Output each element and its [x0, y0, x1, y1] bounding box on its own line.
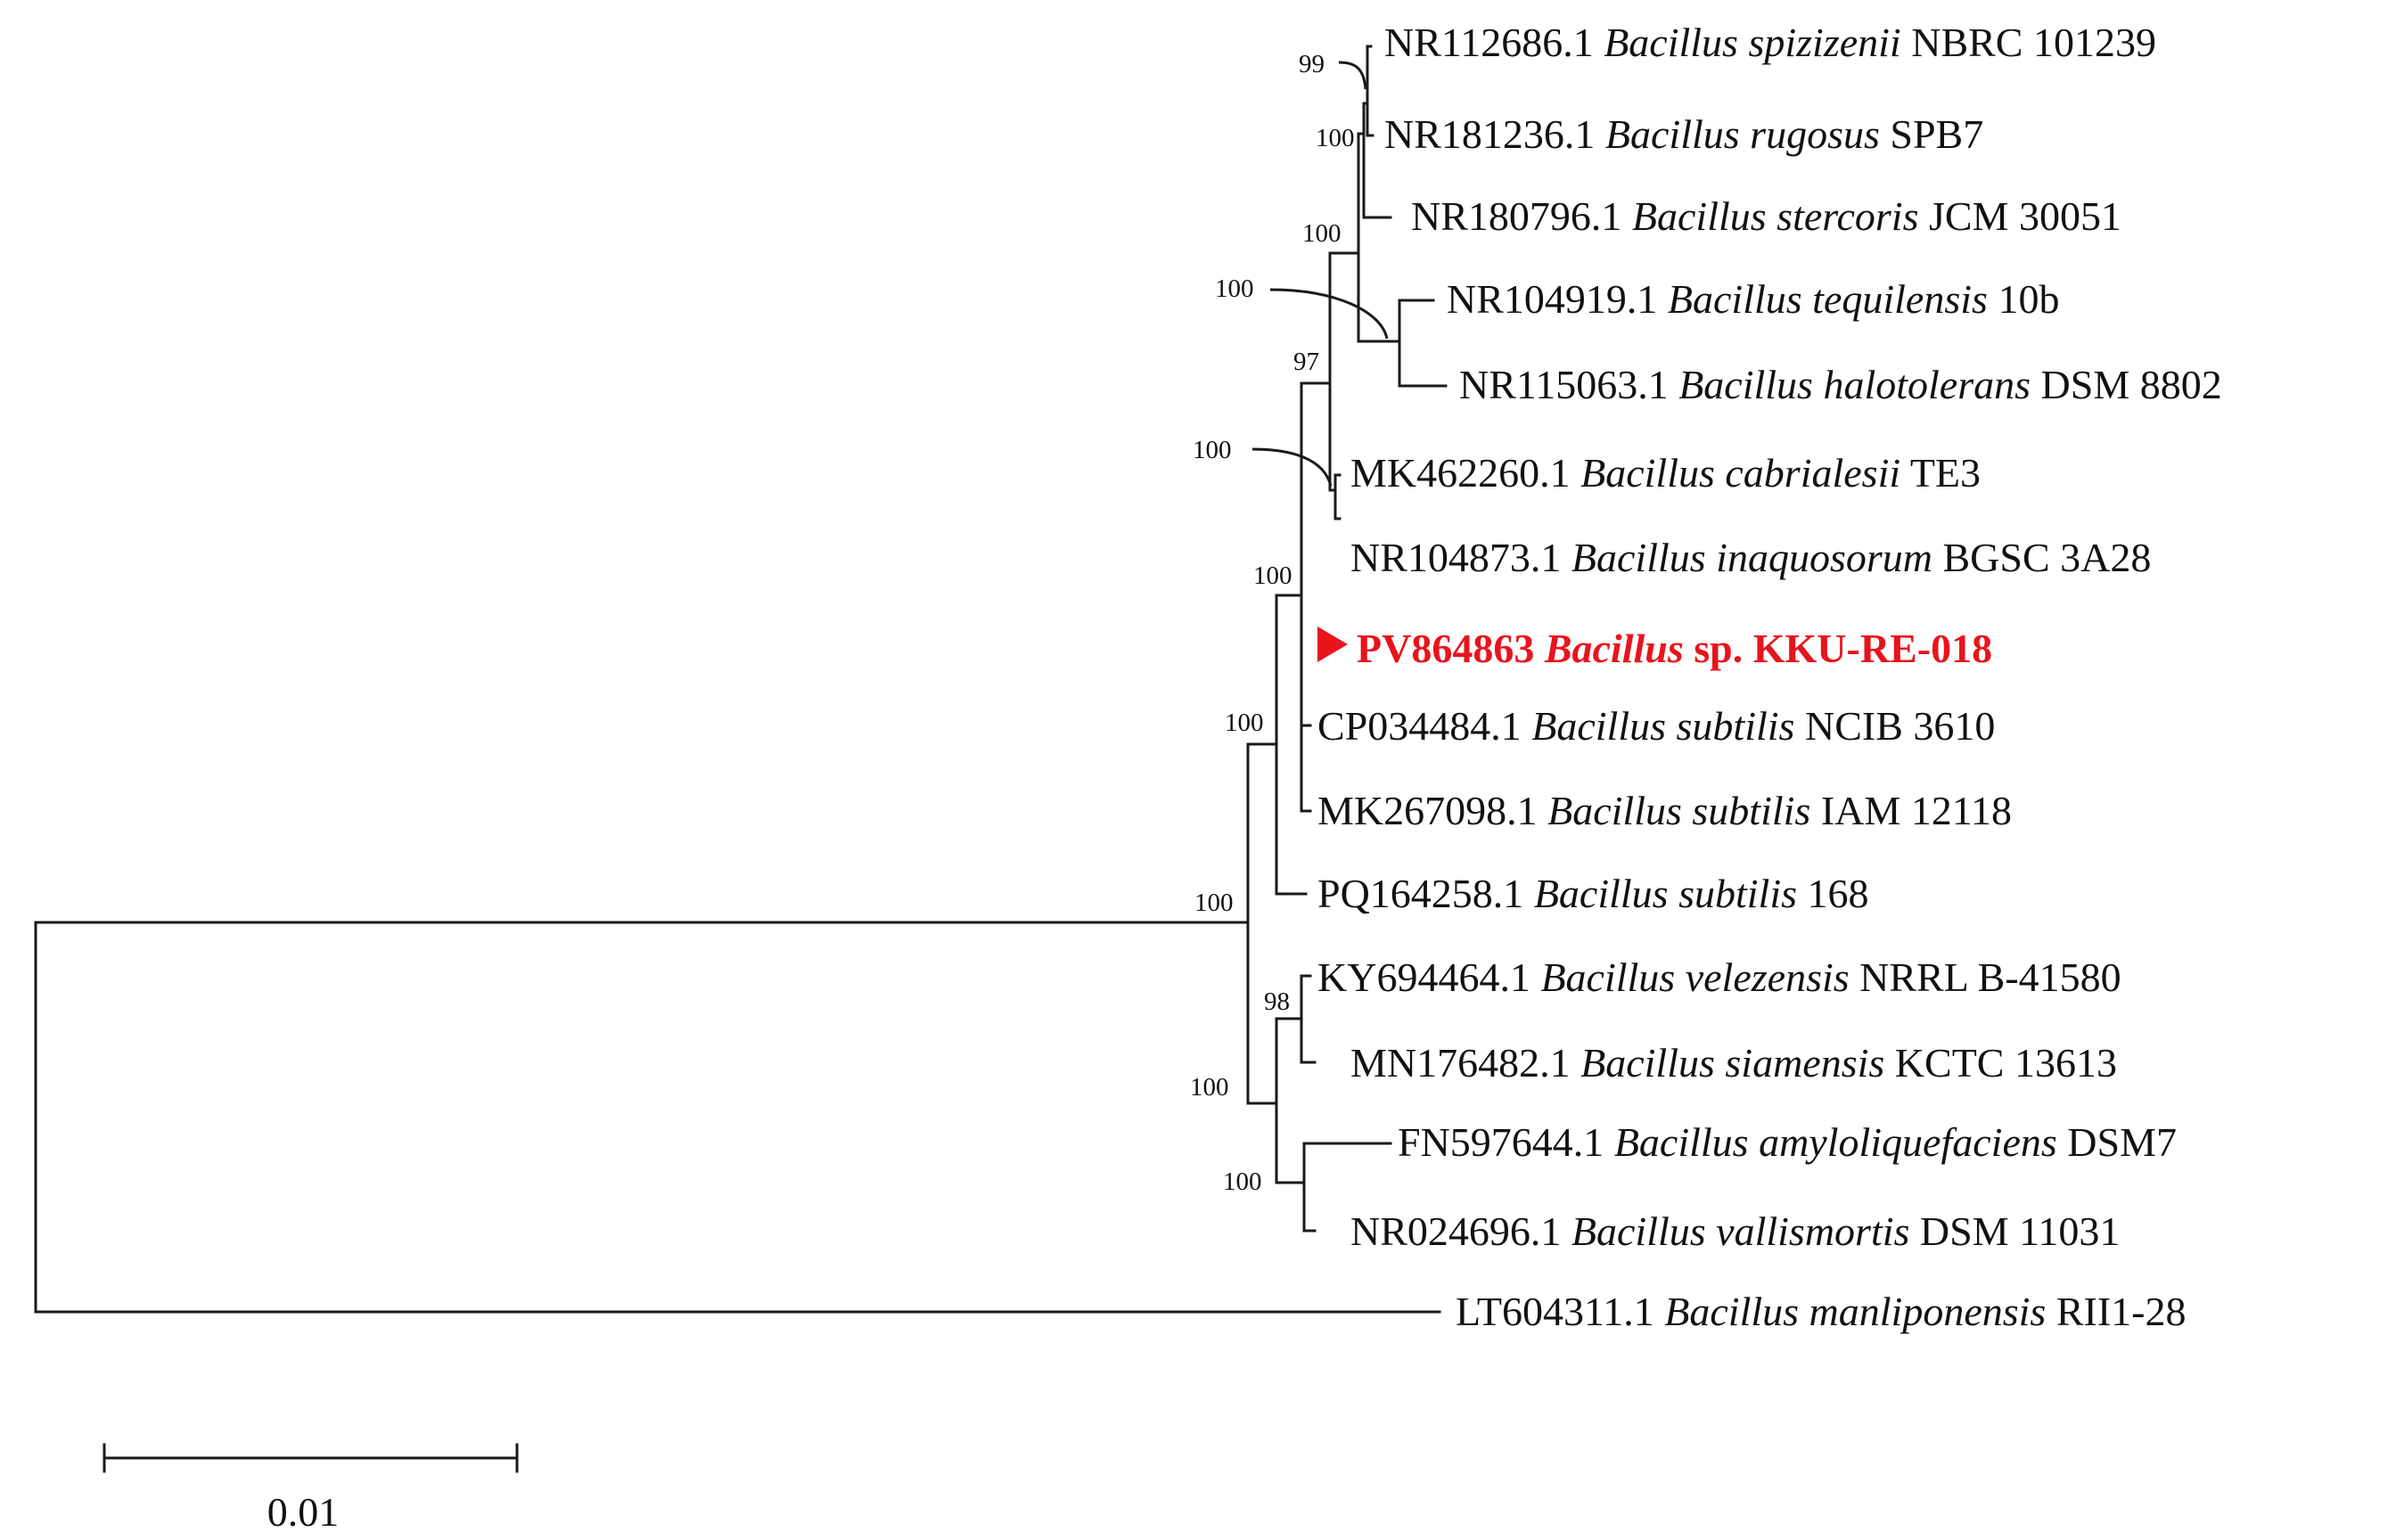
- bootstrap-100-rugosus: 100: [1316, 124, 1355, 152]
- scale-bar: 0.01: [103, 1443, 519, 1535]
- leaf-manliponensis: LT604311.1 Bacillus manliponensis RII1-2…: [1456, 1289, 2186, 1334]
- leaf-vallismortis: NR024696.1 Bacillus vallismortis DSM 110…: [1350, 1208, 2120, 1254]
- leaf-inaquosorum: NR104873.1 Bacillus inaquosorum BGSC 3A2…: [1350, 535, 2151, 580]
- leaf-spizizenii: NR112686.1 Bacillus spizizenii NBRC 1012…: [1384, 20, 2156, 65]
- branch-ptips: [1300, 724, 1312, 813]
- branch-rugosus-group: [1357, 102, 1392, 219]
- branch-subtilis-with-168: [1246, 594, 1308, 896]
- leaf-labels: NR112686.1 Bacillus spizizenii NBRC 1012…: [1317, 20, 2222, 1334]
- leaf-subtilis-iam: MK267098.1 Bacillus subtilis IAM 12118: [1317, 788, 2012, 833]
- leaf-velezensis: KY694464.1 Bacillus velezensis NRRL B-41…: [1317, 954, 2121, 1000]
- bootstrap-100-ingroup: 100: [1194, 889, 1234, 917]
- branch-tequilensis-halotolerans: [1357, 299, 1448, 388]
- bootstrap-100-subtilis: 100: [1253, 561, 1292, 590]
- leaf-stercoris: NR180796.1 Bacillus stercoris JCM 30051: [1411, 193, 2121, 239]
- leaf-cabrialesii: MK462260.1 Bacillus cabrialesii TE3: [1350, 450, 1981, 496]
- leaf-subtilis-ncib: CP034484.1 Bacillus subtilis NCIB 3610: [1317, 703, 1995, 749]
- bootstrap-100-tequilensis: 100: [1215, 274, 1254, 303]
- leader-100-cabrialesii: [1251, 447, 1333, 487]
- leader-100-tequilensis: [1269, 288, 1389, 340]
- leaf-amyloliquefaciens: FN597644.1 Bacillus amyloliquefaciens DS…: [1398, 1119, 2177, 1165]
- branch-amyloliquefaciens-vallismortis: [1275, 1142, 1392, 1233]
- leaf-tequilensis: NR104919.1 Bacillus tequilensis 10b: [1447, 276, 2059, 322]
- leaf-subtilis-168: PQ164258.1 Bacillus subtilis 168: [1317, 871, 1869, 916]
- scale-bar-line: [103, 1443, 519, 1473]
- bootstrap-99: 99: [1299, 50, 1325, 78]
- branch-amyloliquefaciens-group: [1246, 1017, 1278, 1184]
- bootstrap-100-168: 100: [1225, 709, 1264, 737]
- branch-spizizenii-rugosus: [1362, 45, 1374, 137]
- tree-branches: [34, 45, 1448, 1314]
- highlight-marker-icon: [1317, 627, 1348, 662]
- branch-velezensis-siamensis: [1275, 974, 1317, 1064]
- leaf-rugosus: NR181236.1 Bacillus rugosus SPB7: [1384, 111, 1983, 157]
- branch-root: [34, 921, 1441, 1314]
- bootstrap-100-amylo-group: 100: [1190, 1073, 1229, 1102]
- bootstrap-98: 98: [1264, 987, 1290, 1016]
- bootstrap-97: 97: [1293, 348, 1319, 376]
- branch-cabrialesii-inaquosorum: [1328, 473, 1342, 520]
- branch-spizizenii-complex: [1300, 251, 1332, 492]
- bootstrap-leaders: [1251, 61, 1389, 487]
- leaf-siamensis: MN176482.1 Bacillus siamensis KCTC 13613: [1350, 1040, 2117, 1085]
- bootstrap-100-amylo-vallis: 100: [1223, 1167, 1262, 1196]
- leaf-highlighted-isolate: PV864863 Bacillus sp. KKU-RE-018: [1357, 626, 1992, 671]
- branch-subtilis-clade: [1275, 381, 1303, 813]
- leader-99: [1338, 61, 1367, 90]
- bootstrap-values: 99 100 100 100 100 97 100 100 100 98 100…: [1190, 50, 1355, 1196]
- bootstrap-100-stercoris: 100: [1302, 219, 1342, 248]
- scale-bar-label: 0.01: [267, 1489, 340, 1535]
- leaf-halotolerans: NR115063.1 Bacillus halotolerans DSM 880…: [1459, 362, 2222, 407]
- bootstrap-100-cabrialesii: 100: [1193, 436, 1232, 464]
